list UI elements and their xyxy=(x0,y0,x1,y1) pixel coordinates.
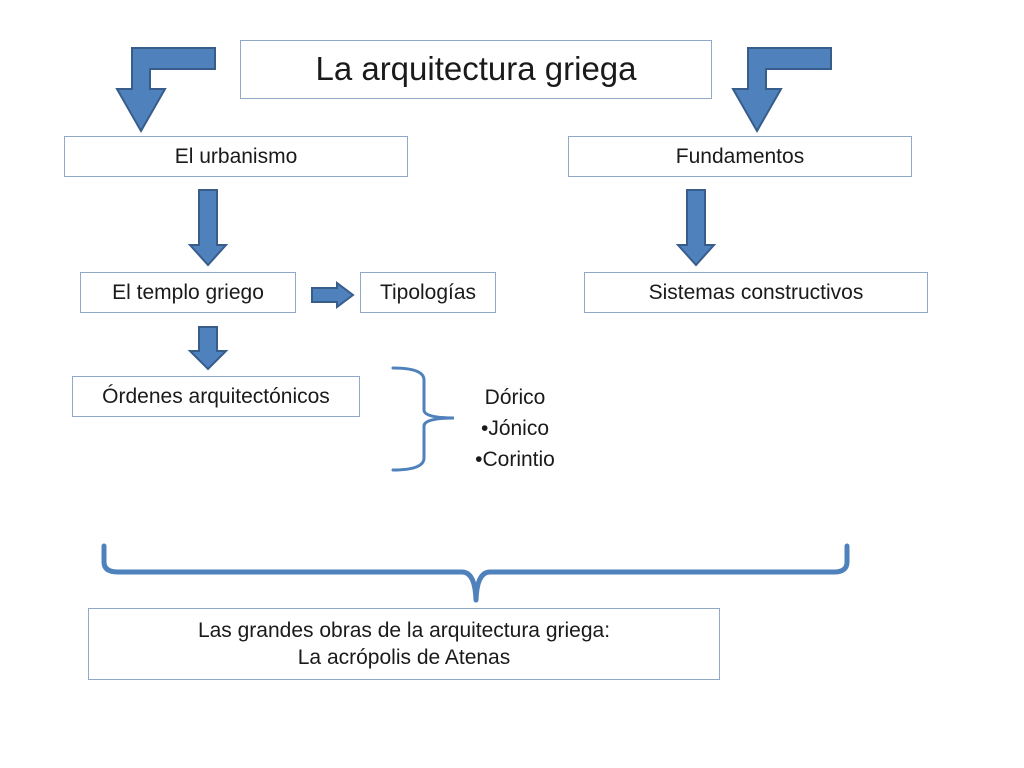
down-arrow-ordenes xyxy=(187,326,229,371)
bent-arrow-right xyxy=(731,47,832,134)
down-arrow-fundamentos xyxy=(675,189,717,267)
urbanismo-label: El urbanismo xyxy=(174,144,298,168)
tipologias-box: Tipologías xyxy=(360,272,496,313)
sistemas-label: Sistemas constructivos xyxy=(648,280,864,304)
orders-brace xyxy=(391,366,455,472)
ordenes-box: Órdenes arquitectónicos xyxy=(72,376,360,417)
page-title: La arquitectura griega xyxy=(315,50,637,88)
fundamentos-box: Fundamentos xyxy=(568,136,912,177)
templo-box: El templo griego xyxy=(80,272,296,313)
ordenes-label: Órdenes arquitectónicos xyxy=(102,384,330,408)
bottom-brace xyxy=(101,543,850,603)
urbanismo-box: El urbanismo xyxy=(64,136,408,177)
order-item-jonico: •Jónico xyxy=(480,417,550,440)
right-arrow-tipologias xyxy=(311,281,355,309)
down-arrow-urbanismo xyxy=(187,189,229,267)
tipologias-label: Tipologías xyxy=(379,280,477,304)
title-box: La arquitectura griega xyxy=(240,40,712,99)
templo-label: El templo griego xyxy=(112,280,264,304)
order-item-corintio: •Corintio xyxy=(475,448,555,471)
sistemas-box: Sistemas constructivos xyxy=(584,272,928,313)
order-item-dorico: Dórico xyxy=(484,386,546,409)
grandes-obras-line1: Las grandes obras de la arquitectura gri… xyxy=(197,618,611,642)
bent-arrow-left xyxy=(115,47,216,134)
grandes-obras-line2: La acrópolis de Atenas xyxy=(297,646,511,669)
grandes-obras-box: Las grandes obras de la arquitectura gri… xyxy=(88,608,720,680)
orders-list: Dórico •Jónico •Corintio xyxy=(430,382,600,475)
fundamentos-label: Fundamentos xyxy=(675,144,805,168)
